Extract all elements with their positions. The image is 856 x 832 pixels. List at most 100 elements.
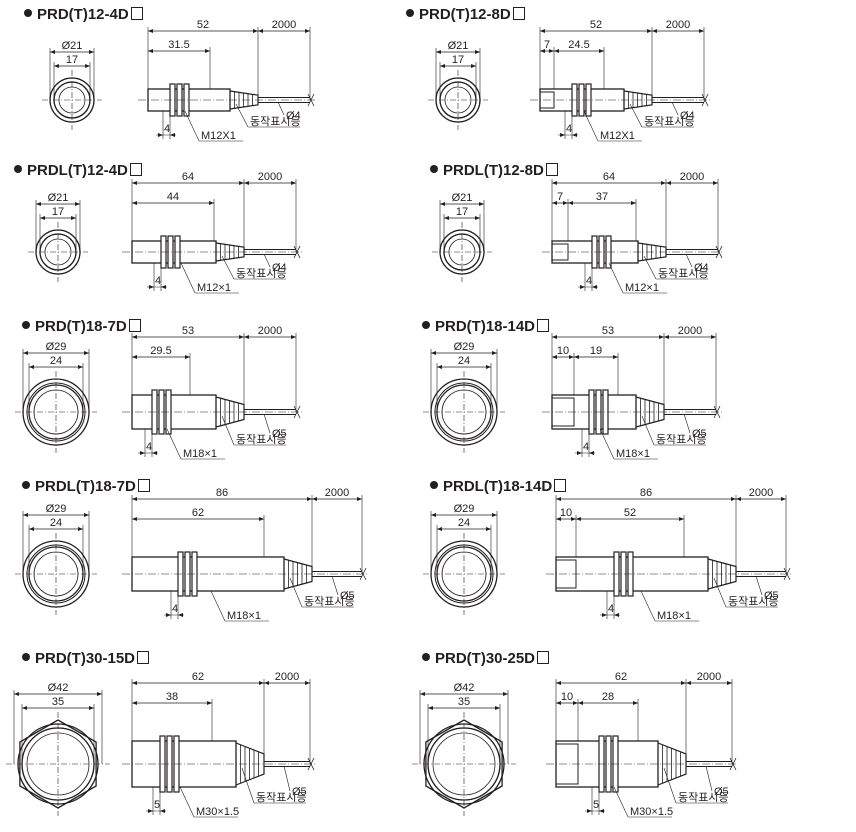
thread-length-dim-arrow-end xyxy=(599,49,604,53)
thread-length-dim-arrow-end xyxy=(209,201,214,205)
cable-length-dim-arrow-start xyxy=(258,29,263,33)
indicator-leader xyxy=(663,767,677,804)
thread-length-dim-label: 31.5 xyxy=(168,39,189,51)
front-offset-dim-arrow-end xyxy=(571,517,576,521)
thread-leader xyxy=(613,786,629,818)
outer-dia-dim-arrow-start xyxy=(420,692,425,696)
thread-length-dim-arrow-start xyxy=(132,355,137,359)
total-length-dim-label: 86 xyxy=(216,487,228,499)
nut-gap-arrow xyxy=(148,809,153,813)
cable-dia-leader xyxy=(283,765,291,792)
option-box-icon xyxy=(545,163,558,176)
cable-dia-leader xyxy=(755,575,763,596)
thread-length-dim-arrow-end xyxy=(259,517,264,521)
nut-gap-arrow xyxy=(152,451,157,455)
nut-gap-arrow xyxy=(602,613,607,617)
total-length-dim-label: 62 xyxy=(615,671,627,683)
outer-dia-dim-label: Ø29 xyxy=(46,341,67,353)
bullet-icon xyxy=(406,9,414,17)
thread-spec-label: M18×1 xyxy=(616,448,650,460)
inner-dia-dim-arrow-end xyxy=(89,706,94,710)
inner-dia-dim-label: 24 xyxy=(50,355,62,367)
bullet-icon xyxy=(430,481,438,489)
cable-length-dim-arrow-start xyxy=(312,497,317,501)
total-length-dim-arrow-start xyxy=(552,181,557,185)
thread-spec-label: M12×1 xyxy=(625,282,659,294)
nut-gap-arrow xyxy=(178,613,183,617)
total-length-dim-arrow-start xyxy=(132,335,137,339)
total-length-dim-arrow-start xyxy=(556,681,561,685)
front-offset-dim-arrow-end xyxy=(563,201,568,205)
total-length-dim-arrow-end xyxy=(731,497,736,501)
bullet-icon xyxy=(430,165,438,173)
thread-length-dim-arrow-end xyxy=(633,701,638,705)
thread-length-dim-arrow-end xyxy=(679,517,684,521)
outer-dia-dim-arrow-end xyxy=(492,513,497,517)
nut-gap-arrow xyxy=(580,285,585,289)
total-length-dim-label: 53 xyxy=(182,325,194,337)
indicator-led-label: 동작표시등 xyxy=(250,115,301,128)
option-box-icon xyxy=(130,7,143,20)
inner-dia-dim-arrow-start xyxy=(22,706,27,710)
nut-gap-arrow xyxy=(592,285,597,289)
outer-dia-dim-label: Ø42 xyxy=(454,682,475,694)
thread-length-dim-label: 19 xyxy=(590,345,602,357)
inner-dia-dim-arrow-start xyxy=(437,365,442,369)
cable-dia-label: Ø5 xyxy=(714,786,729,798)
inner-dia-dim-label: 35 xyxy=(458,696,470,708)
inner-dia-dim-label: 17 xyxy=(66,54,78,66)
thread-spec-label: M18×1 xyxy=(657,610,691,622)
bullet-icon xyxy=(24,9,32,17)
thread-leader xyxy=(210,590,226,622)
thread-spec-label: M12×1 xyxy=(197,282,231,294)
inner-dia-dim-arrow-start xyxy=(29,365,34,369)
cable-dia-leader xyxy=(671,101,679,116)
indicator-led-label: 동작표시등 xyxy=(656,433,707,446)
cable-length-dim-arrow-end xyxy=(781,497,786,501)
front-offset-dim-arrow-start xyxy=(556,701,561,705)
nut-gap-label: 4 xyxy=(608,603,614,615)
model-title: PRD(T)12-4D xyxy=(24,6,143,23)
cable-length-dim-label: 2000 xyxy=(258,325,282,337)
thread-spec-label: M18×1 xyxy=(227,610,261,622)
model-title: PRDL(T)12-8D xyxy=(430,162,558,179)
total-length-dim-arrow-end xyxy=(239,181,244,185)
outer-dia-dim-arrow-start xyxy=(23,513,28,517)
cable-length-dim-arrow-end xyxy=(357,497,362,501)
bullet-icon xyxy=(22,481,30,489)
total-length-dim-label: 64 xyxy=(182,171,194,183)
thread-length-dim-arrow-end xyxy=(205,49,210,53)
nut-gap-arrow xyxy=(572,133,577,137)
cable-length-dim-label: 2000 xyxy=(272,19,296,31)
thread-length-dim-arrow-end xyxy=(185,355,190,359)
nut-gap-label: 4 xyxy=(172,603,178,615)
front-offset-dim-arrow-end xyxy=(573,701,578,705)
inner-dia-dim-label: 17 xyxy=(452,54,464,66)
thread-leader xyxy=(184,110,200,142)
cable-length-dim-arrow-start xyxy=(264,681,269,685)
thread-spec-label: M12X1 xyxy=(201,130,236,142)
front-offset-dim-arrow-start xyxy=(552,355,557,359)
indicator-led-label: 동작표시등 xyxy=(728,595,779,608)
model-title: PRDL(T)12-4D xyxy=(14,162,142,179)
cable-dia-label: Ø5 xyxy=(764,590,779,602)
inner-dia-dim-arrow-start xyxy=(440,64,445,68)
option-box-icon xyxy=(512,7,525,20)
front-offset-dim-arrow-start xyxy=(556,517,561,521)
cable-dia-leader xyxy=(277,101,285,116)
outer-dia-dim-arrow-end xyxy=(84,513,89,517)
outer-dia-dim-arrow-end xyxy=(475,50,480,54)
front-offset-dim-arrow-start xyxy=(552,201,557,205)
cable-dia-leader xyxy=(705,765,713,792)
nut-gap-arrow xyxy=(560,133,565,137)
